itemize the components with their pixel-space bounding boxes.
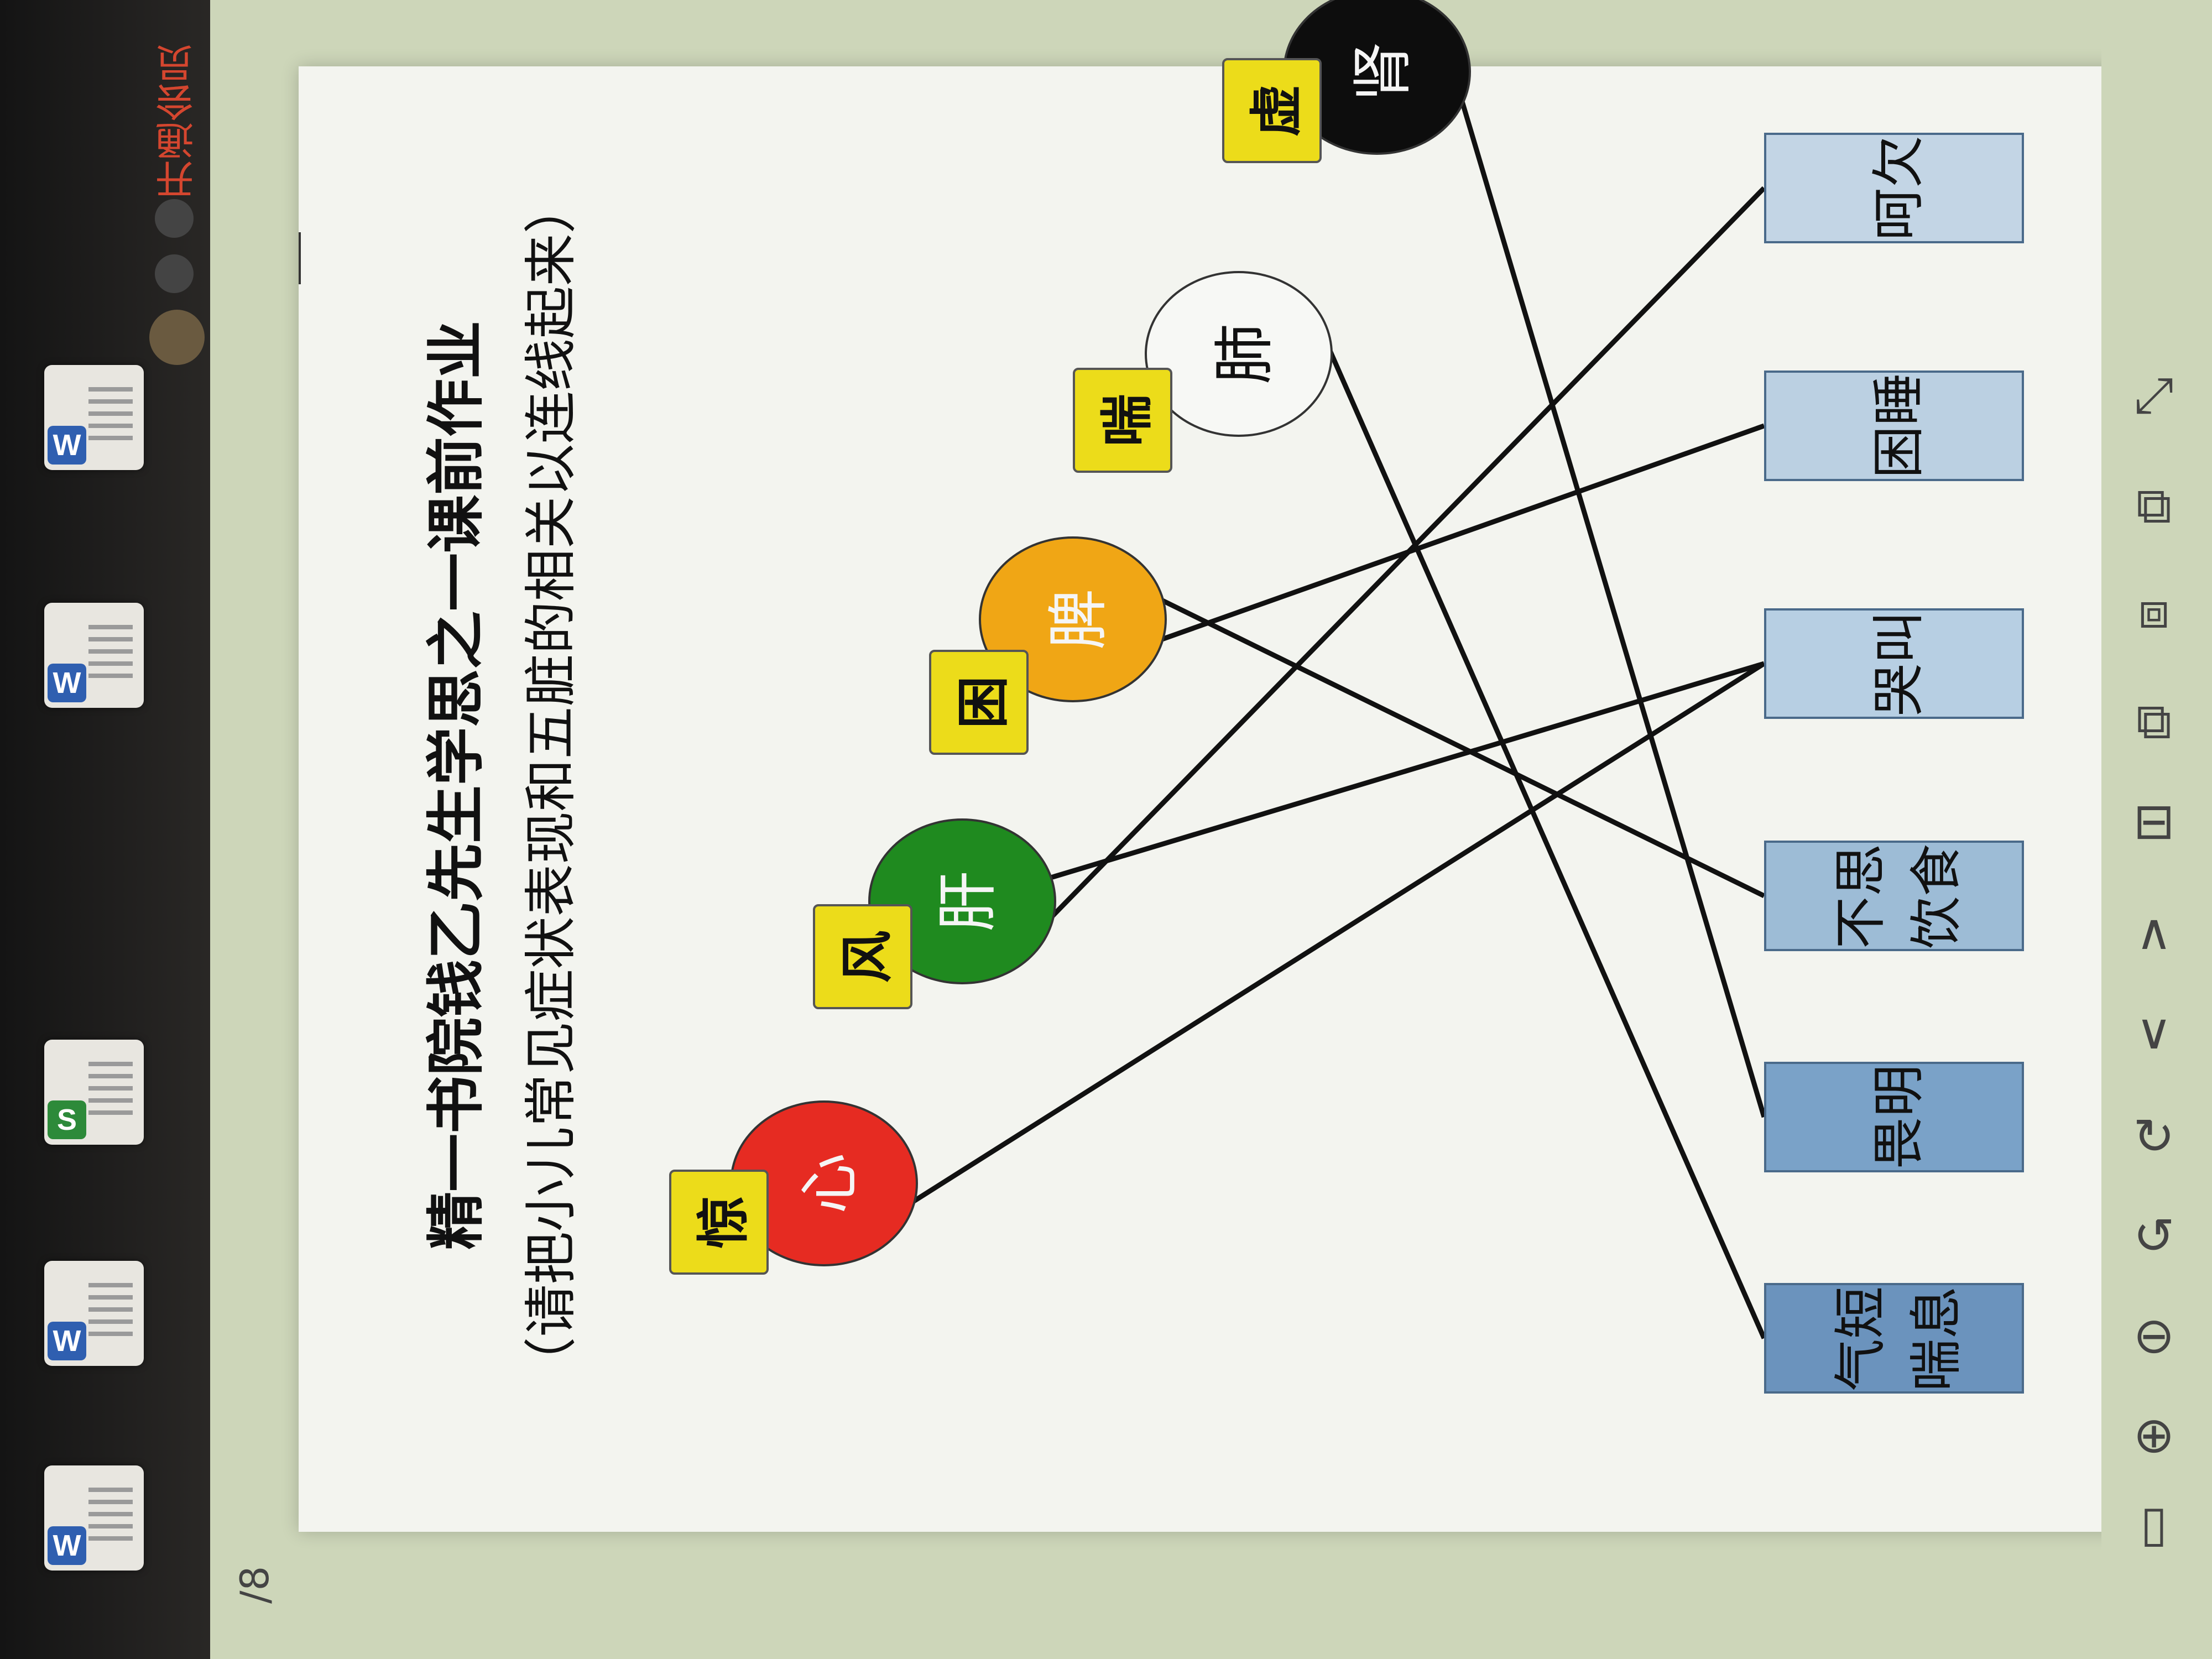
zoom-in-icon[interactable]: ⊕ <box>2133 1406 2175 1464</box>
symptom-drowsy: 困睡 <box>1764 371 2024 481</box>
zoom-out-icon[interactable]: ⊖ <box>2133 1306 2175 1365</box>
open-membership-link[interactable]: 开通会员 <box>155 44 200 199</box>
connection-line <box>1044 661 1765 882</box>
tag-pant: 喘 <box>1073 368 1172 473</box>
doc-lines-icon <box>88 625 133 686</box>
export-icon[interactable]: ⧉ <box>2136 477 2172 535</box>
next-page-icon[interactable]: ∨ <box>2136 1002 2172 1061</box>
word-badge-icon: W <box>48 1526 86 1565</box>
taskbar-doc-2[interactable]: W <box>44 603 144 708</box>
connection-line <box>905 661 1766 1208</box>
symptom-yawn: 呵欠 <box>1764 133 2024 243</box>
viewer-toolbar: ▯ ⊕ ⊖ ↺ ↻ ∨ ∧ ⊟ ⧉ ⧈ ⧉ ⤢ <box>2101 0 2212 1659</box>
symptom-crying: 哭叫 <box>1764 608 2024 719</box>
doc-lines-icon <box>88 387 133 448</box>
word-badge-icon: W <box>48 426 86 465</box>
sheet-lines-icon <box>88 1062 133 1123</box>
single-page-icon[interactable]: ▯ <box>2140 1494 2168 1553</box>
fullscreen-icon[interactable]: ⤢ <box>2134 366 2174 424</box>
connection-lines <box>905 93 1767 1339</box>
screenshot-icon[interactable]: ⧈ <box>2138 582 2170 640</box>
taskbar-doc-3[interactable]: W <box>44 1261 144 1366</box>
rotate-right-icon[interactable]: ↻ <box>2133 1107 2175 1166</box>
fit-page-icon[interactable]: ⊟ <box>2133 792 2175 851</box>
doc-lines-icon <box>88 1488 133 1548</box>
connection-line <box>1457 93 1767 1118</box>
rotate-left-icon[interactable]: ↺ <box>2133 1207 2175 1265</box>
coin-icon <box>155 254 194 293</box>
taskbar-doc-4[interactable]: W <box>44 1465 144 1571</box>
page-subtitle: （请把小儿常见症状表现和五脏的相关以连线起来） <box>521 181 582 1390</box>
crop-mark <box>299 232 301 284</box>
symptom-no-appetite: 不思饮食 <box>1764 841 2024 951</box>
doc-lines-icon <box>88 1283 133 1344</box>
document-page: 精一书院钱乙先生学思之一课前作业 （请把小儿常见症状表现和五脏的相关以连线起来）… <box>299 0 2135 1532</box>
tag-wind: 风 <box>813 904 912 1009</box>
word-badge-icon: W <box>48 664 86 702</box>
page-content: 精一书院钱乙先生学思之一课前作业 （请把小儿常见症状表现和五脏的相关以连线起来）… <box>299 0 2135 1532</box>
symptom-photophobia: 畏明 <box>1764 1062 2024 1172</box>
connection-line <box>1155 594 1765 899</box>
copy-icon[interactable]: ⧉ <box>2136 692 2172 750</box>
prev-page-icon[interactable]: ∧ <box>2136 902 2172 961</box>
symptom-short-breath: 气短喘息 <box>1764 1283 2024 1394</box>
taskbar-sheet[interactable]: S <box>44 1040 144 1145</box>
tag-deficiency: 虚 <box>1222 58 1322 163</box>
word-badge-icon: W <box>48 1322 86 1360</box>
page-indicator: /8 <box>232 1566 278 1604</box>
tag-sleepy: 困 <box>929 650 1029 755</box>
connection-line <box>1319 331 1767 1339</box>
vip-icon <box>155 199 194 238</box>
connection-line <box>1155 423 1765 644</box>
sheet-badge-icon: S <box>48 1100 86 1139</box>
taskbar-doc-1[interactable]: W <box>44 365 144 470</box>
organ-lung: 肺 <box>1145 271 1333 437</box>
avatar[interactable] <box>149 310 205 365</box>
tag-fright: 惊 <box>669 1170 769 1275</box>
page-title: 精一书院钱乙先生学思之一课前作业 <box>422 321 490 1250</box>
